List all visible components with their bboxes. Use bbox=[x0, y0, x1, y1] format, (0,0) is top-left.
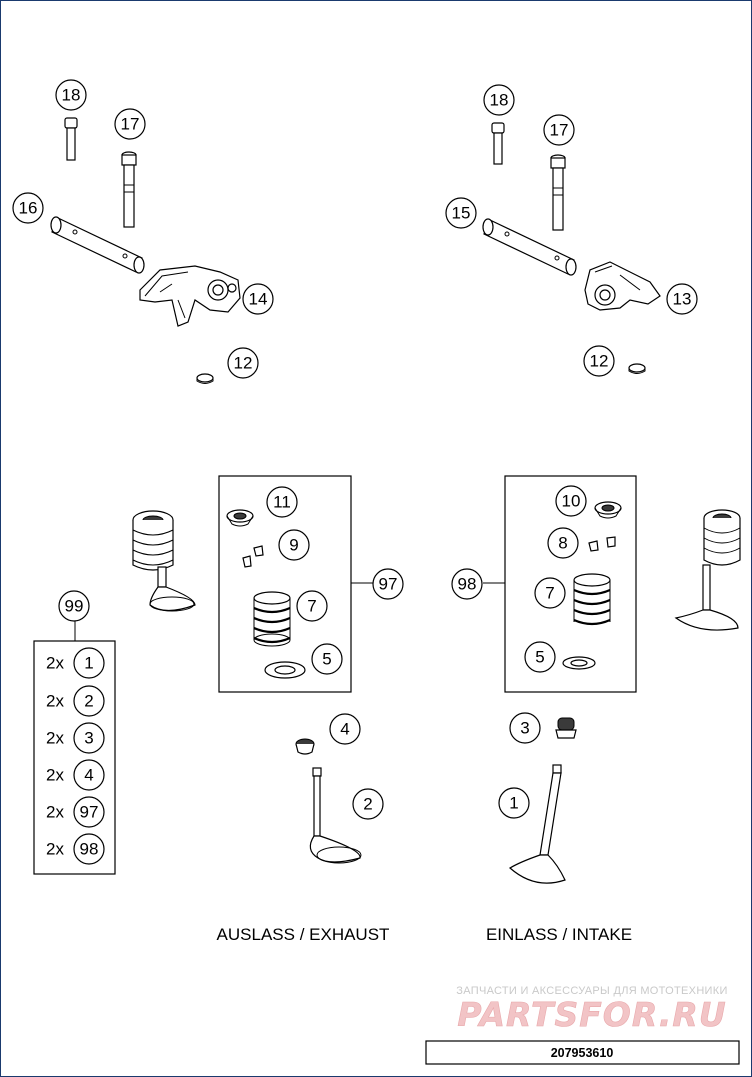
drawing-number: 207953610 bbox=[551, 1046, 614, 1060]
rocker-arm-13 bbox=[584, 261, 661, 311]
kit99-item-1: 1 bbox=[84, 654, 93, 673]
callout-18-left: 18 bbox=[62, 86, 81, 105]
drawing-number-box bbox=[425, 1040, 740, 1065]
intake-valve-1 bbox=[508, 764, 566, 884]
callout-16: 16 bbox=[19, 199, 38, 218]
kit-97-box bbox=[218, 475, 352, 693]
callout-17-right: 17 bbox=[550, 121, 569, 140]
valve-seal-3 bbox=[555, 717, 577, 739]
kit99-qty-6: 2x bbox=[46, 840, 64, 859]
callout-11: 11 bbox=[273, 493, 291, 512]
callout-9: 9 bbox=[289, 536, 298, 555]
intake-label: EINLASS / INTAKE bbox=[486, 925, 632, 944]
callout-12-left: 12 bbox=[234, 354, 253, 373]
kit99-qty-2: 2x bbox=[46, 692, 64, 711]
exhaust-label: AUSLASS / EXHAUST bbox=[217, 925, 390, 944]
kit99-item-6: 98 bbox=[80, 840, 99, 859]
callout-10: 10 bbox=[562, 492, 581, 511]
valve-keeper-8 bbox=[588, 536, 616, 552]
watermark-logo: PARTSFOR.RU bbox=[457, 995, 726, 1034]
callout-1: 1 bbox=[509, 794, 518, 813]
kit99-qty-1: 2x bbox=[46, 654, 64, 673]
callout-18-right: 18 bbox=[490, 91, 509, 110]
callout-99: 99 bbox=[65, 597, 84, 616]
callout-12-right: 12 bbox=[590, 352, 609, 371]
kit99-item-5: 97 bbox=[80, 803, 99, 822]
spring-retainer-11 bbox=[226, 509, 254, 527]
valve-spring-7-intake bbox=[573, 573, 611, 626]
valve-seal-4 bbox=[295, 738, 315, 755]
kit99-qty-4: 2x bbox=[46, 766, 64, 785]
kit-98-box bbox=[504, 475, 637, 693]
callout-5-exhaust: 5 bbox=[322, 650, 331, 669]
bolt-17-left bbox=[121, 151, 137, 228]
valve-spring-7-exhaust bbox=[253, 591, 291, 647]
spring-seat-5-intake bbox=[562, 656, 596, 670]
watermark-tagline: ЗАПЧАСТИ И АКСЕССУАРЫ ДЛЯ МОТОТЕХНИКИ bbox=[456, 985, 727, 997]
kit-99-table bbox=[33, 640, 116, 875]
callout-13: 13 bbox=[673, 290, 692, 309]
kit99-qty-3: 2x bbox=[46, 729, 64, 748]
rocker-shaft-16 bbox=[50, 216, 145, 274]
callout-2: 2 bbox=[363, 795, 372, 814]
kit99-item-3: 3 bbox=[84, 729, 93, 748]
intake-valve-assembly-image bbox=[674, 509, 741, 631]
callout-17-left: 17 bbox=[121, 115, 140, 134]
shim-12-left bbox=[196, 373, 214, 384]
callout-3: 3 bbox=[520, 719, 529, 738]
screw-18-left bbox=[64, 117, 78, 161]
kit99-item-2: 2 bbox=[84, 692, 93, 711]
callout-97: 97 bbox=[379, 575, 398, 594]
callout-4: 4 bbox=[340, 720, 349, 739]
callout-7-intake: 7 bbox=[545, 584, 554, 603]
callout-5-intake: 5 bbox=[535, 648, 544, 667]
valve-keeper-9 bbox=[242, 545, 264, 568]
exhaust-valve-2 bbox=[309, 767, 362, 864]
rocker-arm-14 bbox=[139, 265, 241, 327]
callout-15: 15 bbox=[452, 204, 471, 223]
callout-8: 8 bbox=[558, 534, 567, 553]
bolt-17-right bbox=[550, 154, 566, 231]
spring-retainer-10 bbox=[594, 501, 622, 519]
screw-18-right bbox=[491, 122, 505, 165]
exhaust-valve-assembly-image bbox=[132, 510, 196, 612]
kit99-qty-5: 2x bbox=[46, 803, 64, 822]
callout-7-exhaust: 7 bbox=[307, 597, 316, 616]
spring-seat-5-exhaust bbox=[264, 661, 306, 679]
rocker-shaft-15 bbox=[482, 218, 577, 276]
callout-14: 14 bbox=[249, 290, 268, 309]
callout-98: 98 bbox=[458, 575, 477, 594]
shim-12-right bbox=[628, 363, 646, 374]
kit99-item-4: 4 bbox=[84, 766, 93, 785]
